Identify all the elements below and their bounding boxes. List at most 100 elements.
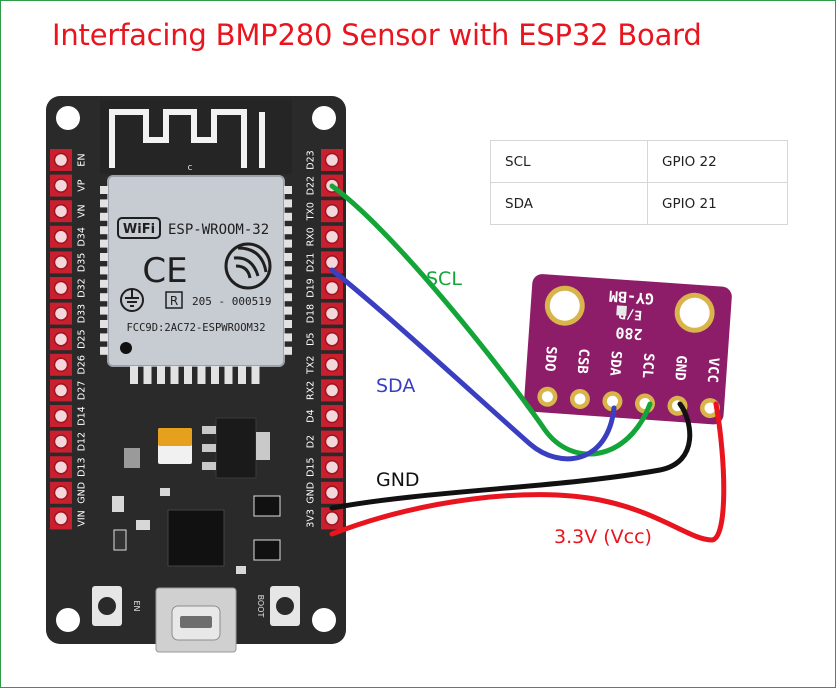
header-pin-hole <box>53 408 69 424</box>
module-pad <box>211 366 219 384</box>
module-pad <box>224 366 233 384</box>
bmp280-pin-label-sdo: SDO <box>541 346 559 372</box>
pin-label-left-en: EN <box>77 153 88 166</box>
smd-diode <box>113 529 127 551</box>
pin-label-left-gnd: GND <box>77 482 88 504</box>
pin-label-left-d27: D27 <box>77 381 88 400</box>
pin-label-right-d22: D22 <box>306 176 317 195</box>
header-pin-hole <box>53 229 69 245</box>
left-header: ENVPVND34D35D32D33D25D26D27D14D12D13GNDV… <box>50 149 88 530</box>
module-pad <box>170 366 179 384</box>
module-pad <box>100 226 108 235</box>
header-pin-hole <box>53 152 69 168</box>
ce-mark: CE <box>142 251 187 291</box>
pin-label-right-d15: D15 <box>306 457 317 476</box>
mounting-hole <box>312 106 336 130</box>
module-pad <box>100 199 108 208</box>
header-pin-hole <box>324 331 340 347</box>
header-pin-hole <box>324 459 340 475</box>
module-pad <box>100 306 108 315</box>
regulator-pin <box>202 426 216 434</box>
module-pad <box>284 266 292 275</box>
pin-label-left-d26: D26 <box>77 355 88 374</box>
pin-label-right-d4: D4 <box>306 409 317 422</box>
module-pad <box>184 366 192 384</box>
module-pads <box>100 186 292 384</box>
module-pad <box>143 366 152 384</box>
module-pad <box>284 199 292 208</box>
scl-wire-label: SCL <box>426 268 462 290</box>
module-pad <box>157 366 165 384</box>
wifi-logo-box <box>117 217 161 239</box>
pin-label-right-gnd: GND <box>306 482 317 504</box>
pin-label-left-d34: D34 <box>77 227 88 246</box>
pin-label-left-d32: D32 <box>77 278 88 297</box>
header-pin-hole <box>53 306 69 321</box>
module-pad <box>284 306 292 315</box>
bmp280-sensor-chip <box>616 305 627 317</box>
module-pad <box>100 346 108 355</box>
bmp280-pin-hole <box>606 395 618 407</box>
transistor <box>253 539 281 561</box>
pin-label-right-d19: D19 <box>306 278 317 297</box>
header-pin-hole <box>324 229 340 245</box>
pin-label-right-d5: D5 <box>306 333 317 346</box>
pin-label-left-d13: D13 <box>77 457 88 476</box>
bmp280-pin-label-sda: SDA <box>606 350 624 377</box>
bmp280-pin-hole <box>541 391 553 403</box>
pin-label-right-d21: D21 <box>306 253 317 272</box>
mounting-hole <box>679 297 710 328</box>
module-pad <box>100 239 108 248</box>
pin-label-left-d33: D33 <box>77 304 88 323</box>
module-pad <box>100 333 108 342</box>
bmp280-pin-label-scl: SCL <box>639 352 657 378</box>
header-pin-hole <box>324 485 340 501</box>
module-pad <box>284 279 292 288</box>
mounting-hole <box>56 608 80 632</box>
module-pad <box>284 320 292 328</box>
pin-label-left-d12: D12 <box>77 432 88 451</box>
header-pin-hole <box>53 459 69 475</box>
header-pin-hole <box>53 203 69 219</box>
module-pad <box>238 366 246 384</box>
pin-label-left-vin: VIN <box>77 510 88 526</box>
capacitor-top <box>158 428 192 446</box>
vcc-wire <box>329 401 727 543</box>
module-pad <box>100 186 108 194</box>
module-pad <box>100 212 108 221</box>
header-pin-hole <box>324 152 340 168</box>
header-pin-hole <box>324 434 340 449</box>
antenna-mark: c <box>188 163 193 173</box>
module-pad <box>284 346 292 355</box>
pin-label-right-d18: D18 <box>306 304 317 323</box>
header-pin-hole <box>53 485 69 501</box>
bmp280-pin-hole <box>574 393 586 405</box>
pin-label-right-tx2: TX2 <box>306 356 317 375</box>
module-pad <box>284 253 292 261</box>
pin-label-right-d23: D23 <box>306 150 317 169</box>
pin-label-right-rx0: RX0 <box>306 227 317 246</box>
pin-label-left-vp: VP <box>77 179 88 191</box>
module-pad <box>284 186 292 194</box>
module-name: ESP-WROOM-32 <box>168 222 269 238</box>
module-pad <box>100 293 108 302</box>
bmp280-model-line1: 280 <box>615 323 643 343</box>
r-mark-box <box>165 291 183 309</box>
diagram-title: Interfacing BMP280 Sensor with ESP32 Boa… <box>52 18 702 52</box>
module-pad <box>100 266 108 275</box>
header-pin-hole <box>53 511 69 526</box>
pin-label-right-tx0: TX0 <box>306 202 317 221</box>
boot-button[interactable] <box>276 597 294 615</box>
module-pad <box>100 279 108 288</box>
en-button[interactable] <box>98 597 116 615</box>
module-pad <box>130 366 138 384</box>
module-pad <box>197 366 206 384</box>
header-pin-hole <box>53 331 69 347</box>
fcc-id: FCC9D:2AC72-ESPWROOM32 <box>126 322 265 334</box>
bmp280-pin-label-gnd: GND <box>671 355 689 381</box>
smd-resistor <box>112 496 124 512</box>
table-cell-signal: SDA <box>490 182 648 225</box>
en-button-label: EN <box>132 600 141 611</box>
pin-label-left-d14: D14 <box>77 406 88 425</box>
